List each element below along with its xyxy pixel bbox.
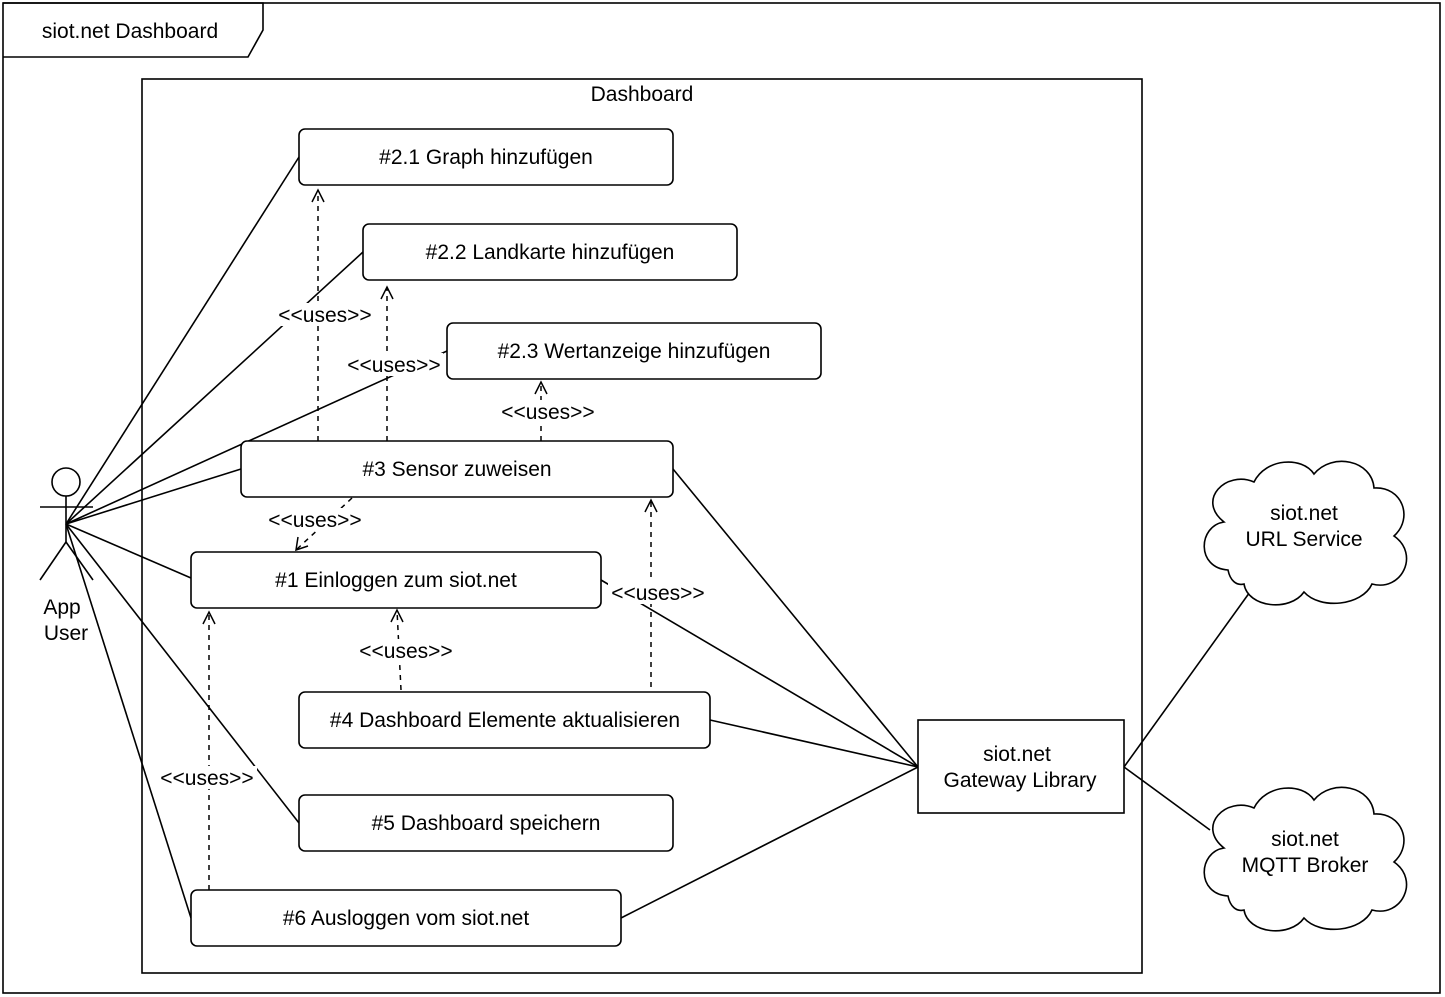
uses-label: <<uses>>: [501, 401, 594, 424]
assoc-actor-uc22: [65, 251, 364, 525]
use-case-boxes: [190, 128, 822, 947]
uses-label: <<uses>>: [268, 509, 361, 532]
gateway-box: [917, 719, 1125, 814]
use-case-box[interactable]: [190, 551, 602, 609]
uses-label: <<uses>>: [359, 640, 452, 663]
assoc-uc4-gateway: [709, 719, 919, 768]
dependency-line: [295, 497, 353, 551]
arrow-head: [202, 610, 216, 625]
assoc-uc6-gateway: [620, 766, 919, 919]
actor-left-leg: [39, 541, 67, 581]
boundary-title: Dashboard: [591, 83, 694, 106]
cloud-url-line2: URL Service: [1245, 528, 1362, 551]
use-case-label-1: #1 Einloggen zum siot.net: [275, 569, 517, 592]
use-case-box[interactable]: [362, 223, 738, 281]
use-case-label-2-3: #2.3 Wertanzeige hinzufügen: [498, 340, 771, 363]
gateway-label-line2: Gateway Library: [944, 769, 1097, 792]
uses-label: <<uses>>: [278, 304, 371, 327]
use-case-label-6: #6 Ausloggen vom siot.net: [283, 907, 529, 930]
arrow-head: [644, 498, 658, 513]
assoc-gateway-url: [1123, 577, 1261, 768]
use-case-label-2-2: #2.2 Landkarte hinzufügen: [426, 241, 675, 264]
arrow-head: [380, 285, 394, 300]
use-case-label-3: #3 Sensor zuweisen: [362, 458, 551, 481]
use-case-box[interactable]: [298, 691, 711, 749]
frame-title-tab: [3, 2, 264, 58]
assoc-actor-uc6: [65, 523, 192, 919]
uses-label: <<uses>>: [160, 767, 253, 790]
gateway-label-line1: siot.net: [983, 743, 1051, 766]
assoc-actor-uc23: [65, 350, 448, 525]
assoc-actor-uc21: [65, 156, 300, 525]
assoc-actor-uc5: [65, 523, 300, 824]
uses-label: <<uses>>: [611, 582, 704, 605]
actor-app-user[interactable]: App User: [39, 467, 94, 645]
use-case-box[interactable]: [298, 128, 674, 186]
use-case-box[interactable]: [298, 794, 674, 852]
use-case-label-2-1: #2.1 Graph hinzufügen: [379, 146, 593, 169]
use-case-box[interactable]: [446, 322, 822, 380]
arrow-head: [534, 380, 548, 395]
actor-associations: [65, 156, 448, 919]
cloud-mqtt-line2: MQTT Broker: [1242, 854, 1369, 877]
use-case-labels: #2.1 Graph hinzufügen #2.2 Landkarte hin…: [275, 146, 770, 930]
use-case-label-4: #4 Dashboard Elemente aktualisieren: [330, 709, 680, 732]
cloud-mqtt-line1: siot.net: [1271, 828, 1339, 851]
actor-right-leg: [65, 541, 94, 581]
system-boundary: [141, 78, 1143, 974]
assoc-actor-uc1: [65, 523, 192, 579]
use-case-label-5: #5 Dashboard speichern: [372, 812, 601, 835]
actor-head: [51, 467, 81, 497]
use-case-box[interactable]: [190, 889, 622, 947]
uses-labels: <<uses>> <<uses>> <<uses>> <<uses>> <<us…: [157, 303, 708, 790]
gateway-library[interactable]: siot.net Gateway Library: [917, 719, 1125, 814]
frame-title: siot.net Dashboard: [42, 20, 218, 43]
assoc-uc3-gateway: [672, 468, 919, 768]
arrow-head: [390, 608, 404, 623]
uses-label: <<uses>>: [347, 354, 440, 377]
assoc-actor-uc3: [65, 468, 242, 525]
cloud-mqtt-broker[interactable]: siot.net MQTT Broker: [1203, 786, 1408, 932]
actor-label-line2: User: [44, 622, 88, 645]
actor-label-line1: App: [43, 596, 80, 619]
use-case-box[interactable]: [240, 440, 674, 498]
cloud-icon: [1203, 786, 1408, 932]
uses-dependencies: [202, 188, 658, 890]
arrow-head: [295, 536, 309, 552]
arrow-head: [311, 188, 325, 203]
assoc-gateway-mqtt: [1123, 766, 1211, 831]
gateway-associations: [600, 468, 1261, 919]
cloud-icon: [1203, 460, 1408, 606]
cloud-url-service[interactable]: siot.net URL Service: [1203, 460, 1408, 606]
cloud-url-line1: siot.net: [1270, 502, 1338, 525]
assoc-uc1-gateway: [600, 579, 919, 768]
